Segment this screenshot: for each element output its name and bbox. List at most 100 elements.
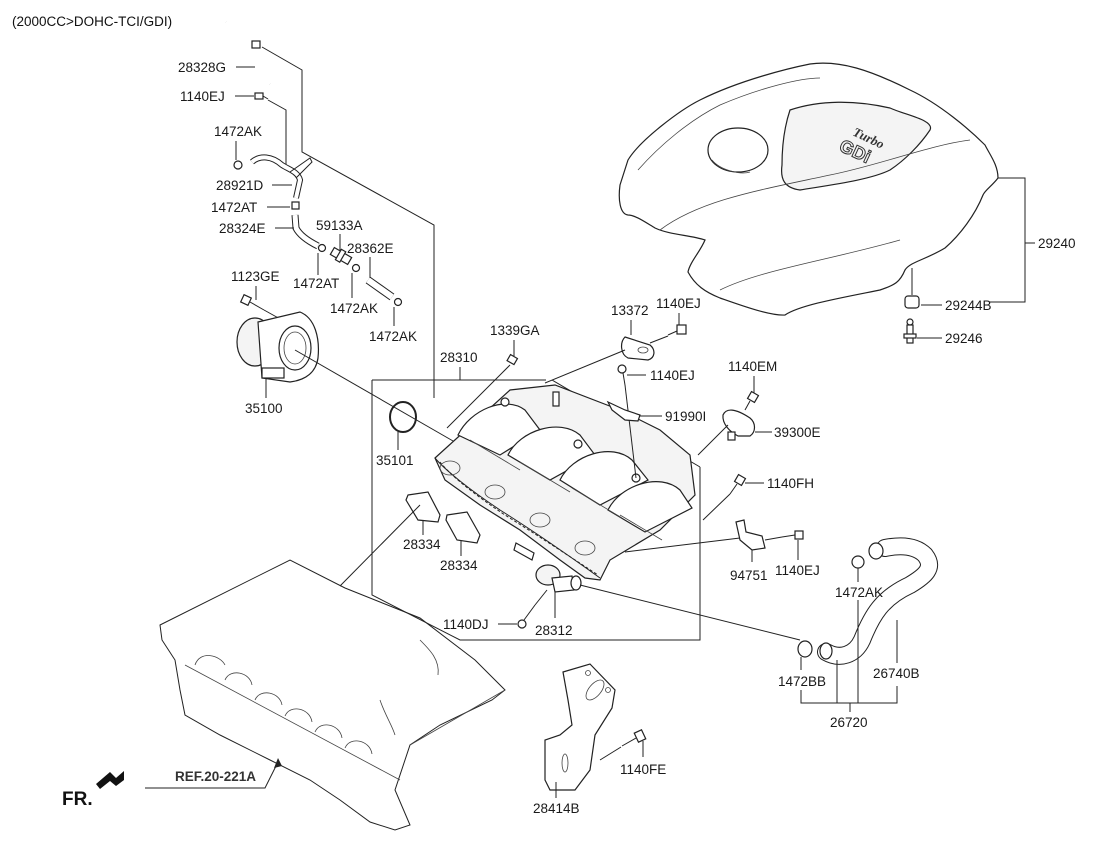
label-35100: 35100 (245, 401, 283, 416)
plug-1339ga[interactable] (506, 353, 519, 366)
label-26720: 26720 (830, 715, 868, 730)
grommet-part[interactable] (904, 295, 920, 309)
label-1140dj: 1140DJ (443, 617, 489, 632)
hose-28921d[interactable] (250, 154, 313, 199)
label-1140ej-manifold: 1140EJ (650, 368, 695, 383)
label-13372: 13372 (611, 303, 649, 318)
clamp-1472ak-top[interactable] (233, 160, 243, 170)
label-28334-left: 28334 (403, 537, 441, 552)
label-1140ej-bracket: 1140EJ (656, 296, 701, 311)
hose-28362e[interactable] (365, 276, 395, 301)
pin-part[interactable] (903, 318, 917, 344)
bolt-1140fe[interactable] (621, 728, 647, 747)
label-1140em: 1140EM (728, 359, 777, 374)
bolt-1140ej-bracket[interactable] (667, 324, 687, 336)
bolt-1140ej-top[interactable] (254, 92, 269, 100)
leader-13372-manifold (544, 349, 626, 384)
clamp-1472ak-middle[interactable] (351, 263, 361, 273)
clamp-1472ak-hose[interactable] (851, 555, 865, 569)
clamp-1472ak-right[interactable] (393, 297, 403, 307)
leader-94751-manifold (624, 537, 741, 553)
leader-1140ej-bracket-link (649, 335, 669, 344)
sensor-39300e[interactable] (722, 409, 756, 441)
ref-arrow-icon (274, 758, 282, 768)
label-28921d: 28921D (216, 178, 264, 193)
hose-28328g[interactable] (225, 20, 272, 86)
leader-1140fh-down (702, 493, 731, 521)
label-29246: 29246 (945, 331, 983, 346)
label-1140ej-lower: 1140EJ (775, 563, 820, 578)
gasket-28334-right[interactable] (445, 511, 481, 544)
leader-1339ga-down (446, 364, 511, 429)
label-1472at-lower: 1472AT (293, 276, 339, 291)
label-28362e: 28362E (347, 241, 394, 256)
bolt-1140fh[interactable] (729, 473, 747, 495)
clamp-1472at-upper[interactable] (291, 201, 300, 210)
leader-29240 (990, 177, 1026, 303)
leader-gasket-to-head (339, 504, 421, 587)
label-59133a: 59133A (316, 218, 363, 233)
leader-1140fe-link (599, 746, 622, 761)
bracket-94751[interactable] (735, 519, 766, 551)
front-direction-label: FR. (62, 789, 93, 810)
label-1472ak-hose: 1472AK (835, 585, 883, 600)
leader-1140ej-top-down (267, 99, 287, 165)
label-91990i: 91990I (665, 409, 706, 424)
bolt-1140ej-lower[interactable] (781, 530, 804, 540)
label-1140fe: 1140FE (620, 762, 666, 777)
leader-39300e-manifold (697, 424, 729, 456)
label-28414b: 28414B (533, 801, 580, 816)
label-28310: 28310 (440, 350, 478, 365)
hose-28324e[interactable] (291, 214, 320, 250)
gasket-28334-left[interactable] (405, 491, 441, 523)
front-arrow-icon (96, 771, 124, 789)
label-1140ej-top: 1140EJ (180, 89, 225, 104)
bolt-1140dj[interactable] (517, 604, 536, 629)
clamp-1472at-lower[interactable] (317, 243, 327, 253)
label-1339ga: 1339GA (490, 323, 540, 338)
gasket-ring-35101[interactable] (389, 401, 417, 433)
label-28324e: 28324E (219, 221, 266, 236)
bracket-91990i[interactable] (606, 400, 641, 422)
label-39300e: 39300E (774, 425, 821, 440)
cylinder-head-ref (159, 559, 506, 831)
leader-1140dj-link (534, 589, 548, 606)
bracket-28414b[interactable] (544, 663, 616, 791)
label-1123ge: 1123GE (231, 269, 280, 284)
label-94751: 94751 (730, 568, 768, 583)
label-1472ak-right: 1472AK (369, 329, 417, 344)
ref-leader (145, 761, 279, 789)
bolt-1123ge[interactable] (239, 293, 265, 311)
label-1472ak-middle: 1472AK (330, 301, 378, 316)
bolt-1140em[interactable] (744, 390, 760, 411)
pipe-stub[interactable] (513, 542, 535, 561)
leader-1140ej-lower-link (764, 536, 783, 541)
throttle-body-35100[interactable] (236, 311, 320, 383)
fitting-28312[interactable] (535, 564, 582, 593)
label-26740b: 26740B (873, 666, 920, 681)
leader-28312-hose (579, 584, 801, 641)
leader-28328g-manifold (261, 46, 435, 398)
leader-throttle-axis (294, 349, 461, 446)
ref-label[interactable]: REF.20-221A (175, 769, 256, 784)
bolt-1140ej-manifold[interactable] (617, 364, 627, 386)
hose-26740b[interactable] (817, 537, 938, 665)
label-35101: 35101 (376, 453, 414, 468)
label-29244b: 29244B (945, 298, 992, 313)
bracket-13372[interactable] (621, 336, 655, 361)
label-29240: 29240 (1038, 236, 1076, 251)
label-28328g: 28328G (178, 60, 226, 75)
intake-manifold-28310[interactable] (434, 384, 696, 581)
label-28312: 28312 (535, 623, 573, 638)
engine-cover[interactable]: Turbo GDi (618, 62, 999, 316)
label-1472bb: 1472BB (778, 674, 826, 689)
label-1140fh: 1140FH (767, 476, 814, 491)
label-1472at-upper: 1472AT (211, 200, 257, 215)
manifold-box (371, 380, 701, 641)
label-1472ak-top: 1472AK (214, 124, 262, 139)
leader-1140ej-to-manifold (624, 384, 637, 479)
clamp-1472bb[interactable] (797, 640, 813, 658)
engine-spec-header: (2000CC>DOHC-TCI/GDI) (12, 14, 172, 29)
pcv-valve-59133a[interactable] (329, 246, 353, 266)
